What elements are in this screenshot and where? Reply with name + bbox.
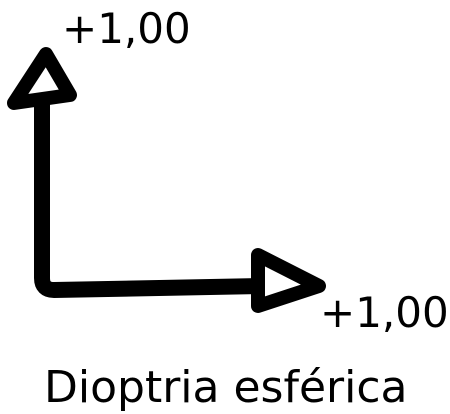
- right-arrow-head-icon: [251, 248, 326, 313]
- axis-line: [34, 96, 272, 298]
- horizontal-axis-value: +1,00: [320, 288, 449, 337]
- vertical-axis-value: +1,00: [62, 4, 191, 53]
- diagram-caption: Dioptria esférica: [44, 362, 408, 413]
- up-arrow-head-icon: [7, 47, 77, 110]
